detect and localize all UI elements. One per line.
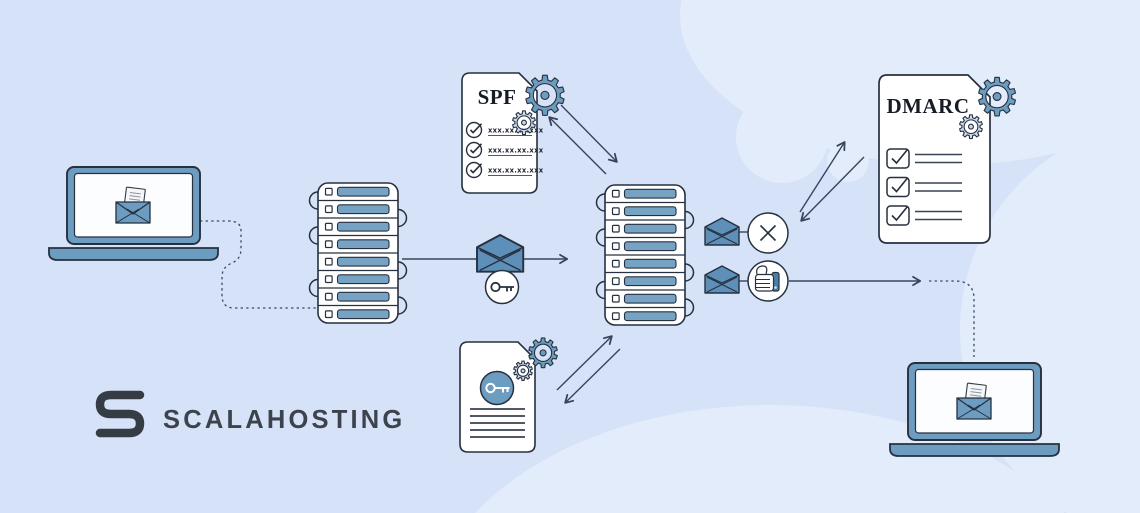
receiving-mail-server <box>597 185 694 325</box>
signed-email-envelope <box>476 234 525 305</box>
arrow-to-spf <box>548 116 607 175</box>
gear-icon-small: ⚙ <box>957 108 986 146</box>
arrow-to-dmarc <box>799 141 846 213</box>
gear-icon-small: ⚙ <box>511 357 534 387</box>
arrow-from-spf <box>560 104 618 163</box>
cross-icon <box>759 224 777 242</box>
arrow-from-dmarc <box>800 156 865 222</box>
outbound-mail-server <box>310 183 407 323</box>
gear-icon-large: ⚙ <box>525 331 561 377</box>
key-icon <box>485 382 510 394</box>
dmarc-document: DMARC ⚙ ⚙ <box>878 67 1021 244</box>
dmarc-title: DMARC <box>887 94 970 118</box>
signature-key-badge <box>484 269 520 305</box>
decor-circle <box>736 91 828 183</box>
gear-icon-large: ⚙ <box>974 68 1021 128</box>
brand-wordmark: SCALAHOSTING <box>163 406 405 434</box>
dotted-path-sender-to-server <box>200 220 316 309</box>
key-icon <box>490 281 514 293</box>
scalahosting-logo: SCALAHOSTING <box>95 390 405 438</box>
gear-icon-large: ⚙ <box>521 65 569 128</box>
arrow-to-dkim-check <box>556 335 613 391</box>
brand-mark-s <box>95 390 145 438</box>
gear-icon-small: ⚙ <box>510 104 539 142</box>
spf-title: SPF <box>478 85 517 109</box>
approved-message <box>704 260 789 302</box>
spf-entry: xxx.xx.xx.xxx <box>488 147 544 155</box>
dotted-path-to-recipient <box>929 280 975 357</box>
dkim-document: ⚙ ⚙ <box>459 330 561 453</box>
spf-checklist: xxx.xx.xx.xxx xxx.xx.xx.xxx xxx.xx.xx.xx… <box>465 121 544 179</box>
arrow-from-dkim-check <box>564 348 621 404</box>
dkim-text-lines <box>470 408 525 438</box>
spf-entry: xxx.xx.xx.xxx <box>488 167 544 175</box>
dmarc-checklist <box>886 148 962 226</box>
thumbs-up-icon <box>754 265 780 292</box>
spf-entry: xxx.xx.xx.xxx <box>488 127 544 135</box>
rejected-message <box>704 212 789 254</box>
spf-document: SPF xxx.xx.xx.xxx xxx.xx.xx.xxx xxx.xx.x… <box>461 64 570 194</box>
